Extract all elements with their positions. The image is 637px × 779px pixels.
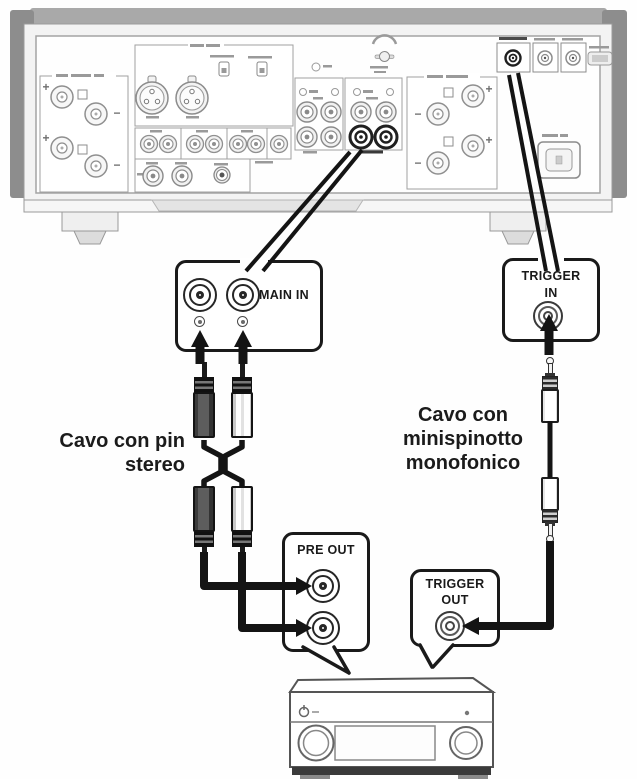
pre-out-label: PRE OUT: [297, 543, 355, 557]
rca-plug-dark-up: [193, 362, 215, 438]
receiver-power-button: [298, 705, 319, 718]
amp-input-section: [134, 42, 294, 127]
caption-mono-minijack-cable: Cavo con minispinotto monofonico: [380, 403, 546, 475]
amp-speakers-right-section: + − + −: [406, 73, 498, 190]
caption-line: minispinotto: [403, 428, 523, 450]
receiver-display: [334, 725, 436, 761]
receiver-indicator-dot: [464, 710, 470, 716]
rca-cable-junction: [201, 440, 245, 487]
receiver-bottom-trim: [292, 767, 491, 775]
terminal-minus-mark: −: [414, 107, 421, 121]
amp-speakers-left-section: + − + −: [39, 72, 129, 193]
amp-main-in-jacks-highlighted: [348, 124, 399, 154]
rca-plug-white-up: [231, 362, 253, 438]
amp-trigger-jacks-section: [496, 37, 613, 73]
amp-phono-row: [134, 158, 251, 193]
caption-line: Cavo con pin: [59, 430, 185, 452]
terminal-plus-mark: +: [485, 82, 492, 96]
terminal-minus-mark: −: [113, 158, 120, 172]
rca-jack-left-icon: [226, 278, 260, 312]
terminal-minus-mark: −: [113, 106, 120, 120]
amplifier-rear-panel: + − + −: [10, 8, 627, 245]
amp-trigger-in-jack-highlighted: [504, 49, 522, 67]
receiver-right-knob: [449, 726, 483, 760]
rca-jack-right-icon: [183, 278, 217, 312]
receiver-left-knob: [297, 724, 335, 762]
rca-plug-dark-down: [193, 486, 215, 562]
trigger-out-jack-icon: [435, 611, 465, 641]
amp-main-in-block: [344, 77, 403, 154]
caption-line: stereo: [124, 454, 185, 476]
caption-line: monofonico: [405, 452, 521, 474]
callout-trigger-in: TRIGGER IN: [502, 258, 600, 342]
amp-ground-terminal: [311, 34, 398, 73]
terminal-plus-mark: +: [42, 80, 49, 94]
trigger-in-label-line1: TRIGGER: [521, 269, 581, 283]
terminal-plus-mark: +: [42, 131, 49, 145]
trigger-in-jack-icon: [533, 301, 563, 331]
terminal-minus-mark: −: [414, 156, 421, 170]
mini-plug-up: [541, 357, 559, 423]
channel-l-mark: [237, 316, 248, 327]
mini-plug-down: [541, 477, 559, 543]
amp-feet: [61, 211, 547, 245]
trigger-in-label-line2: IN: [544, 286, 558, 300]
pre-out-jack-top-icon: [306, 569, 340, 603]
caption-line: Cavo con: [417, 404, 509, 426]
trigger-out-bubble-tail: [418, 643, 455, 669]
callout-main-in: MAIN IN: [175, 260, 323, 352]
callout-pre-out: PRE OUT: [282, 532, 370, 652]
av-receiver: [288, 676, 497, 779]
pre-out-jack-bottom-icon: [306, 611, 340, 645]
amp-rca-input-row: [134, 127, 292, 164]
main-in-label: MAIN IN: [259, 288, 310, 302]
callout-trigger-out: TRIGGER OUT: [410, 569, 500, 647]
amp-line-blocks: [294, 77, 344, 154]
trigger-out-label-line1: TRIGGER: [425, 577, 485, 591]
caption-stereo-pin-cable: Cavo con pin stereo: [33, 429, 185, 477]
rca-plug-white-down: [231, 486, 253, 562]
terminal-plus-mark: +: [485, 133, 492, 147]
trigger-out-label-line2: OUT: [441, 593, 469, 607]
channel-r-mark: [194, 316, 205, 327]
